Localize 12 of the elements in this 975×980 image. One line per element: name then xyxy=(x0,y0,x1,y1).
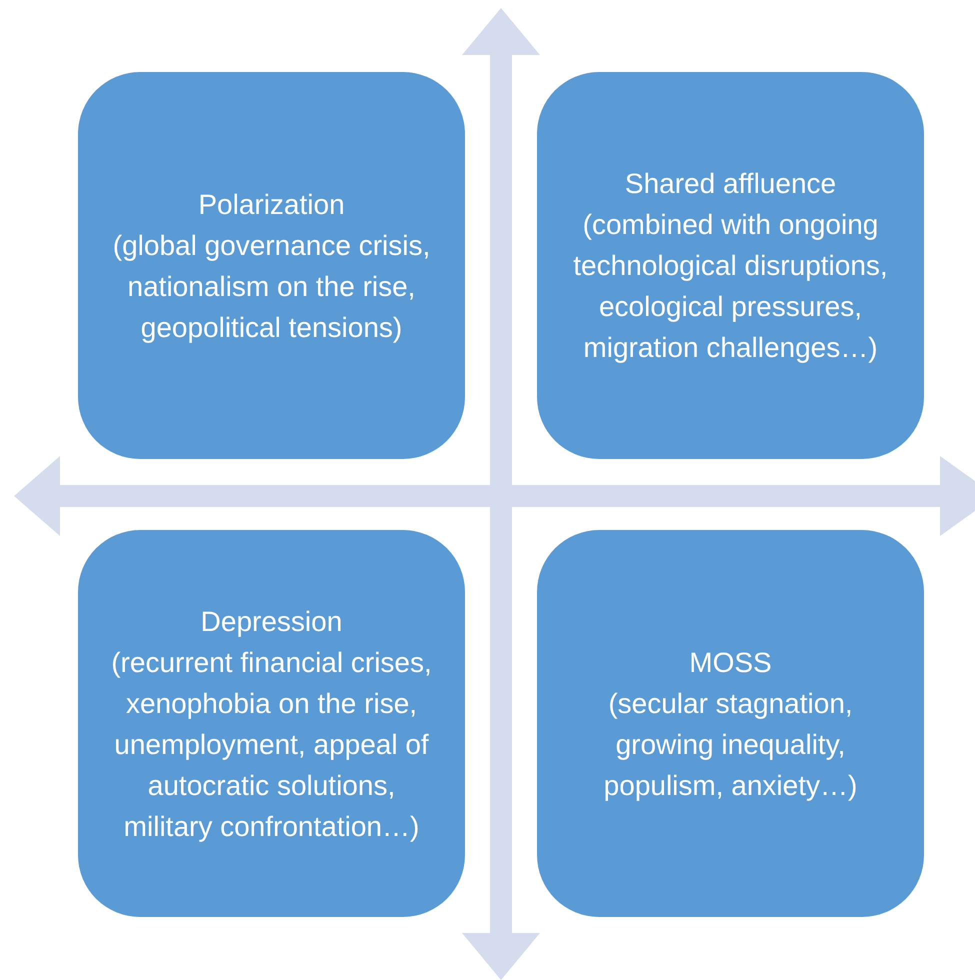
quadrant-title: Polarization xyxy=(197,188,346,222)
quadrant-title: Shared affluence xyxy=(624,167,838,201)
quadrant-box xyxy=(78,530,465,917)
quadrant-title: Depression xyxy=(200,604,344,639)
quadrant-box xyxy=(537,72,924,459)
quadrant-description: (global governance crisis, nationalism on the rise, geopolitical tensions) xyxy=(112,228,432,345)
quadrant-description: (secular stagnation, growing inequality, populism, anxiety…) xyxy=(602,686,858,803)
quadrant-box xyxy=(78,72,465,459)
quadrant-box xyxy=(537,530,924,917)
quadrant-title: MOSS xyxy=(688,646,773,680)
quadrant-description: (recurrent financial crises, xenophobia on the rise, unemployment, appeal of autocratic solutions, military confrontation…) xyxy=(110,646,433,844)
quadrant-description: (combined with ongoing technological disruptions, ecological pressures, migration challenges…) xyxy=(572,208,889,365)
